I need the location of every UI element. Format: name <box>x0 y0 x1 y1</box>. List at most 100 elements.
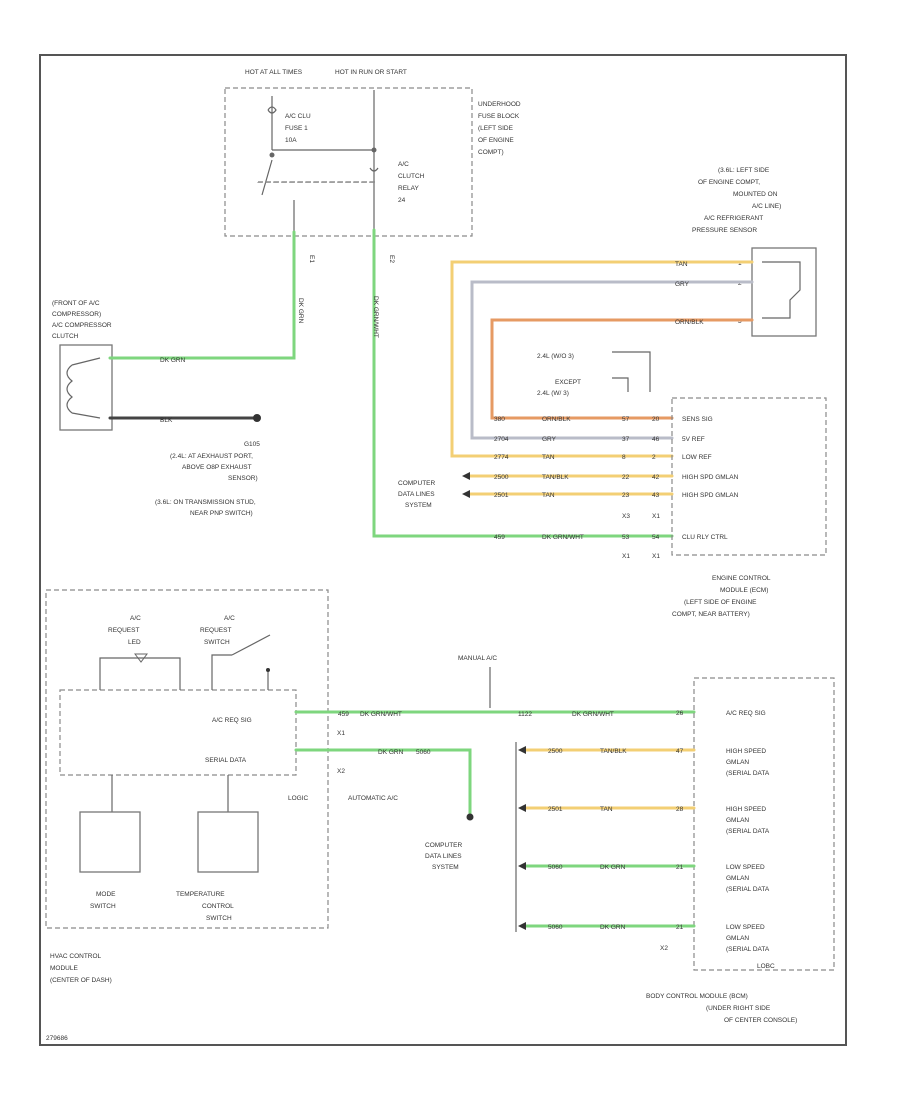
ecm-pin-a: 53 <box>622 534 630 541</box>
hvac-serial-data: SERIAL DATA <box>205 757 247 764</box>
ecm-note-1: 2.4L (W/O 3) <box>537 353 574 360</box>
ecm-conn-x1: X1 <box>652 513 660 520</box>
ecm-note-3: 2.4L (W/ 3) <box>537 390 569 397</box>
relay-label-3: RELAY <box>398 185 419 192</box>
bcm-signal: (SERIAL DATA <box>726 828 770 835</box>
serial-data-wire <box>294 748 472 817</box>
led-label-3: LED <box>128 639 141 646</box>
relay-coil-icon <box>369 167 379 172</box>
ground-label-1: (2.4L: AT AEXHAUST PORT, <box>170 453 253 460</box>
bus-left-color: DK GRN/WHT <box>360 711 402 718</box>
ecm-wire-color: GRY <box>542 436 557 443</box>
hvac-label-1: HVAC CONTROL <box>50 953 102 960</box>
sensor-label-2: OF ENGINE COMPT, <box>698 179 760 186</box>
ecm-circuit: 2704 <box>494 436 509 443</box>
ecm-pin-a: 57 <box>622 416 630 423</box>
sensor-label-5: A/C REFRIGERANT <box>704 215 763 222</box>
compressor-feed-wire <box>108 230 296 360</box>
e2-wire-label: DK GRN/WHT <box>372 296 379 338</box>
hvac-control-module: A/C REQUEST LED A/C REQUEST SWITCH A/C R… <box>45 589 345 984</box>
bcm-signal: (SERIAL DATA <box>726 886 770 893</box>
relay-switch-icon <box>261 159 273 196</box>
temperature-switch-box <box>197 811 259 873</box>
fuse-pin-e2: E2 <box>388 255 395 263</box>
hvac-ac-req-sig: A/C REQ SIG <box>212 717 252 724</box>
automatic-ac-label: AUTOMATIC A/C <box>348 795 398 802</box>
sensor-label-4: A/C LINE) <box>752 203 781 210</box>
bcm-wire-color: TAN <box>600 806 613 813</box>
bus-data-label-2: DATA LINES <box>425 853 462 860</box>
ground-icon <box>253 414 261 422</box>
bcm-conn-x2: X2 <box>660 945 668 952</box>
ecm-label-1: ENGINE CONTROL <box>712 575 771 582</box>
bcm-signal: (SERIAL DATA <box>726 946 770 953</box>
clutch-relay-control-wire <box>372 228 674 538</box>
compressor-label-4: CLUTCH <box>52 333 79 340</box>
compressor-label-2: COMPRESSOR) <box>52 311 101 318</box>
ecm-pin-b: 42 <box>652 474 660 481</box>
bcm-signal: GMLAN <box>726 935 749 942</box>
ground-label-3: SENSOR) <box>228 475 258 482</box>
ecm-label-2: MODULE (ECM) <box>720 587 768 594</box>
bus-x2-color: DK GRN <box>378 749 404 756</box>
sensor-outline <box>751 247 817 337</box>
diagram-id: 279686 <box>46 1035 68 1042</box>
temp-switch-label-2: CONTROL <box>202 903 234 910</box>
arrow-left-icon <box>518 862 526 870</box>
ecm-wire-color: ORN/BLK <box>542 416 571 423</box>
arrow-left-icon <box>518 804 526 812</box>
compressor-label-1: (FRONT OF A/C <box>52 300 100 307</box>
compressor-wire-label: DK GRN <box>160 357 186 364</box>
ecm-circuit: 2501 <box>494 492 509 499</box>
bcm-signal: LOW SPEED <box>726 864 765 871</box>
hot-at-all-times-label: HOT AT ALL TIMES <box>245 69 303 76</box>
bcm-pin: 26 <box>676 710 684 717</box>
bus-left-circuit: 459 <box>338 711 349 718</box>
bcm-signal: GMLAN <box>726 759 749 766</box>
ecm-pin-a: 22 <box>622 474 630 481</box>
sensor-wire-gry-label: GRY <box>675 281 690 288</box>
led-icon <box>134 653 148 663</box>
relay-label-4: 24 <box>398 197 406 204</box>
bus-data-label-3: SYSTEM <box>432 864 459 871</box>
sensor-internal-icon <box>762 261 801 319</box>
ecm-signal: SENS SIG <box>682 416 713 423</box>
sensor-5v-ref-wire <box>470 280 754 440</box>
fuse-label-1: A/C CLU <box>285 113 311 120</box>
ecm-wire-color: TAN <box>542 492 555 499</box>
bcm-circuit: 2501 <box>548 806 563 813</box>
ecm-signal: HIGH SPD GMLAN <box>682 492 739 499</box>
ecm-note-2: EXCEPT <box>555 379 581 386</box>
hvac-logic-label: LOGIC <box>288 795 309 802</box>
ac-refrigerant-pressure-sensor: (3.6L: LEFT SIDE OF ENGINE COMPT, MOUNTE… <box>692 167 817 337</box>
fuse-block-label-5: COMPT) <box>478 149 504 156</box>
bcm-wire-color: DK GRN <box>600 924 626 931</box>
compressor-coil-icon <box>66 364 73 414</box>
bus-data-label-1: COMPUTER <box>425 842 463 849</box>
temp-switch-label-3: SWITCH <box>206 915 232 922</box>
fuse-block-label-1: UNDERHOOD <box>478 101 521 108</box>
ecm-pin-a: 23 <box>622 492 630 499</box>
ecm-signal: HIGH SPD GMLAN <box>682 474 739 481</box>
ecm-data-label-1: COMPUTER <box>398 480 436 487</box>
bcm-circuit: 5060 <box>548 924 563 931</box>
bcm-signal: HIGH SPEED <box>726 748 766 755</box>
relay-label-2: CLUTCH <box>398 173 425 180</box>
sensor-wire-tan-label: TAN <box>675 261 688 268</box>
relay-label-1: A/C <box>398 161 409 168</box>
hvac-conn-x2: X2 <box>337 768 345 775</box>
ecm-pin-a: 8 <box>622 454 626 461</box>
ecm-signal: CLU RLY CTRL <box>682 534 728 541</box>
switch-label-1: A/C <box>224 615 235 622</box>
temp-switch-label-1: TEMPERATURE <box>176 891 225 898</box>
ecm-pin-b: 54 <box>652 534 660 541</box>
hvac-bus-lines: MANUAL A/C 459 DK GRN/WHT 1122 DK GRN/WH… <box>294 655 696 932</box>
sensor-wire-orn-label: ORN/BLK <box>675 319 704 326</box>
bus-right-color: DK GRN/WHT <box>572 711 614 718</box>
ecm-pin-b: 43 <box>652 492 660 499</box>
bus-x2-circuit: 5060 <box>416 749 431 756</box>
ecm-label-4: COMPT, NEAR BATTERY) <box>672 611 750 618</box>
